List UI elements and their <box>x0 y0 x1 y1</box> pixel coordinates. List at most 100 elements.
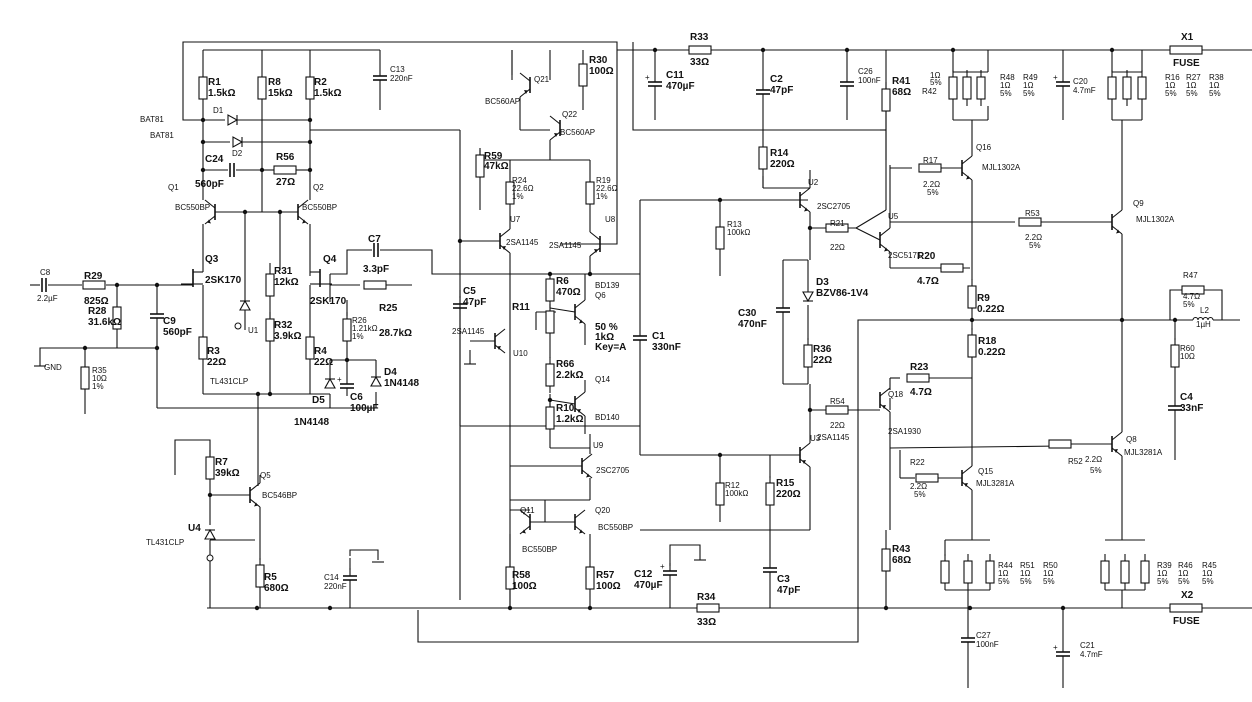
transistor-part: MJL1302A <box>1136 215 1175 224</box>
capacitor-value: 100µF <box>350 403 379 414</box>
resistor-value: 100Ω <box>512 581 537 592</box>
resistor-value: 4.7Ω <box>917 276 939 287</box>
resistor-r24 <box>505 175 515 211</box>
transistor-q15 <box>961 465 973 491</box>
resistor-ref: R58 <box>512 570 531 581</box>
resistor-r46 <box>1120 554 1130 590</box>
resistor-r19 <box>585 175 595 211</box>
resistor-ref: R25 <box>379 303 398 314</box>
diode-d3-ref: D3 <box>816 277 829 288</box>
resistor-ref: R30 <box>589 55 608 66</box>
resistor-ref: R41 <box>892 76 911 87</box>
resistor-r21 <box>825 223 849 233</box>
transistor-part: 2SC5171 <box>888 251 922 260</box>
resistor-tolerance: 1% <box>92 382 104 391</box>
transistor-part: BC560AP <box>485 97 520 106</box>
capacitor-c14 <box>343 568 357 588</box>
capacitor-c24 <box>229 163 235 177</box>
capacitor-c9 <box>150 306 164 326</box>
capacitor-c20 <box>1056 74 1070 94</box>
transistor-ref: U7 <box>510 215 521 224</box>
resistor-value: 22Ω <box>813 355 832 366</box>
resistor-r5 <box>255 558 265 594</box>
transistor-q14 <box>574 391 586 417</box>
transistor-part: 2SK170 <box>310 296 347 307</box>
resistor-ref: R54 <box>830 397 845 406</box>
diode-d5 <box>324 377 336 389</box>
transistor-q22 <box>549 115 561 141</box>
resistor-ref: R28 <box>88 306 107 317</box>
resistor-r18 <box>967 328 977 364</box>
capacitor-value: 33nF <box>1180 403 1203 414</box>
transistor-ref: Q9 <box>1133 199 1144 208</box>
transistor-part: MJL3281A <box>976 479 1015 488</box>
resistor-ref: R12 <box>725 481 740 490</box>
transistor-part: BC560AP <box>560 128 595 137</box>
resistor-tolerance: 1% <box>512 192 524 201</box>
resistor-tolerance: 5% <box>914 490 926 499</box>
resistor-ref: R36 <box>813 344 832 355</box>
transistor-part: 2SA1145 <box>452 327 485 336</box>
resistor-value: 3.9kΩ <box>274 331 301 342</box>
resistor-value: 28.7kΩ <box>379 328 412 339</box>
resistor-value: 1Ω <box>1043 569 1053 578</box>
resistor-value: 100Ω <box>596 581 621 592</box>
resistor-r6 <box>545 272 555 308</box>
resistor-r38 <box>1137 70 1147 106</box>
resistor-r22 <box>915 473 939 483</box>
resistor-r57 <box>585 560 595 596</box>
resistor-r13 <box>715 220 725 256</box>
capacitor-ref: C26 <box>858 67 873 76</box>
resistor-r20 <box>940 263 964 273</box>
resistor-value: 680Ω <box>264 583 289 594</box>
resistor-r14 <box>758 140 768 176</box>
transistor-part: 2SC2705 <box>596 466 630 475</box>
resistor-r30 <box>578 57 588 93</box>
resistor-ref: R51 <box>1020 561 1035 570</box>
resistor-ref: R42 <box>922 87 937 96</box>
diode-d4 <box>370 375 382 387</box>
capacitor-c13 <box>373 68 387 88</box>
junction-dot <box>587 271 593 277</box>
resistor-r31 <box>265 267 275 303</box>
resistor-r1 <box>198 70 208 106</box>
polarity-mark: + <box>337 375 342 384</box>
capacitor-value: 100nF <box>858 76 881 85</box>
resistor-r11 <box>545 304 555 340</box>
capacitor-ref: C7 <box>368 234 381 245</box>
resistor-tolerance: 5% <box>1020 577 1032 586</box>
resistor-r32 <box>265 312 275 348</box>
resistor-ref: R39 <box>1157 561 1172 570</box>
zener-d3 <box>802 291 814 303</box>
transistor-q18 <box>879 387 891 413</box>
resistor-r15 <box>765 476 775 512</box>
resistor-value: 2.2Ω <box>1025 233 1042 242</box>
resistor-ref: R27 <box>1186 73 1201 82</box>
capacitor-ref: C27 <box>976 631 991 640</box>
resistor-tolerance: 5% <box>1202 577 1214 586</box>
transistor-u7 <box>499 228 511 254</box>
capacitor-value: 4.7mF <box>1073 86 1096 95</box>
resistor-tolerance: 5% <box>1186 89 1198 98</box>
capacitor-ref: C14 <box>324 573 339 582</box>
junction-dot <box>242 209 248 215</box>
resistor-ref: R53 <box>1025 209 1040 218</box>
resistor-r29 <box>82 280 106 290</box>
capacitor-value: 4.7mF <box>1080 650 1103 659</box>
capacitor-value: 47pF <box>463 297 486 308</box>
capacitor-ref: C30 <box>738 308 757 319</box>
u1-part: TL431CLP <box>210 377 248 386</box>
capacitor-ref: C3 <box>777 574 790 585</box>
junction-dot <box>277 209 283 215</box>
resistor-value: 1Ω <box>1186 81 1196 90</box>
transistor-u5 <box>879 227 891 253</box>
resistor-tolerance: 5% <box>1029 241 1041 250</box>
resistor-ref: R50 <box>1043 561 1058 570</box>
capacitor-value: 330nF <box>652 342 681 353</box>
resistor-ref: R20 <box>917 251 936 262</box>
resistor-ref: R49 <box>1023 73 1038 82</box>
resistor-r34 <box>696 603 720 613</box>
transistor-ref: Q11 <box>520 506 535 515</box>
resistor-r60 <box>1170 338 1180 374</box>
part-label: BAT81 <box>140 115 164 124</box>
